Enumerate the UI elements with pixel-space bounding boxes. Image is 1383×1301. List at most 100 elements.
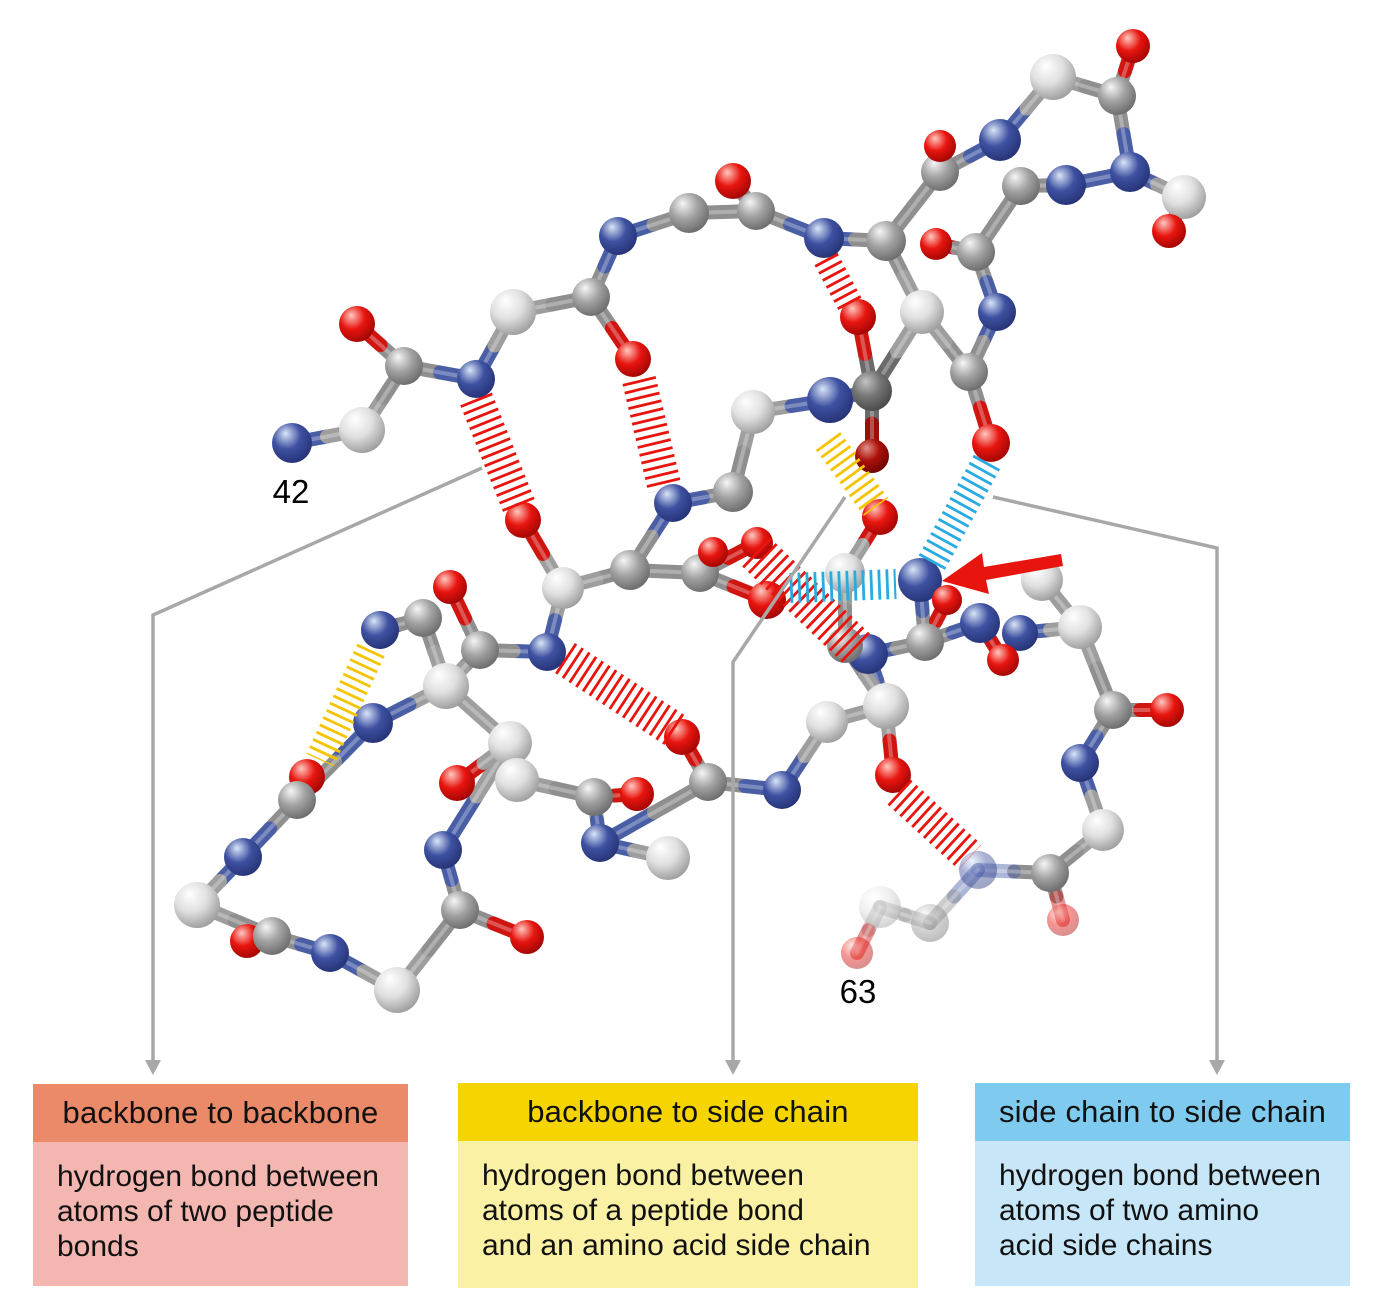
atom-N <box>960 603 1000 643</box>
atom-C <box>957 233 995 271</box>
legend-backbone-to-side-chain: backbone to side chain hydrogen bond bet… <box>458 1083 918 1288</box>
atom-C <box>404 599 442 637</box>
atom-O <box>510 920 544 954</box>
atom-C <box>1002 167 1040 205</box>
atom-O <box>1116 29 1150 63</box>
hbond-backbone-backbone <box>622 376 682 493</box>
atom-O <box>698 537 728 567</box>
atom-O <box>433 570 467 604</box>
legend-title-backbone-to-backbone: backbone to backbone <box>33 1084 408 1142</box>
atom-C <box>575 778 613 816</box>
atom-N <box>224 838 262 876</box>
atom-C <box>866 221 906 261</box>
residue-number-label: 63 <box>840 973 877 1010</box>
hbond-backbone-backbone <box>887 779 982 870</box>
atom-C <box>610 550 650 590</box>
atom-faded-N <box>959 851 997 889</box>
atom-faded-O <box>841 937 873 969</box>
atom-W <box>174 882 220 928</box>
atom-C <box>461 631 499 669</box>
atom-O <box>615 341 651 377</box>
atom-O <box>715 163 751 199</box>
atom-O <box>439 765 475 801</box>
hbond-sidechain-sidechain <box>789 569 897 603</box>
atom-W <box>646 836 690 880</box>
atom-W <box>863 683 909 729</box>
atom-N <box>1046 165 1086 205</box>
connector-line <box>151 466 483 1060</box>
atom-N <box>763 771 801 809</box>
legend-line: hydrogen bond between <box>482 1159 804 1192</box>
legend-line: and an amino acid side chain <box>482 1229 871 1262</box>
atom-O <box>972 424 1010 462</box>
legend-connector-lines <box>145 466 1225 1075</box>
legend-description: hydrogen bond between atoms of two pepti… <box>33 1142 408 1286</box>
atom-C <box>1098 77 1136 115</box>
atom-W <box>731 390 775 434</box>
hbond-sidechain-sidechain <box>916 454 1001 574</box>
atom-C <box>737 192 775 230</box>
atom-N <box>804 218 844 258</box>
atom-O <box>987 644 1019 676</box>
hydrogen-bonds <box>306 252 1001 870</box>
atom-N <box>1061 744 1099 782</box>
atom-O <box>920 228 952 260</box>
atom-W <box>423 663 469 709</box>
atom-O <box>339 306 375 342</box>
atom-faded-O <box>1047 904 1079 936</box>
atom-O <box>875 757 911 793</box>
atom-O <box>620 777 654 811</box>
atom-N <box>424 831 462 869</box>
atom-W <box>488 721 532 765</box>
atom-W <box>806 701 848 743</box>
legend-line: atoms of a peptide bond <box>482 1194 804 1227</box>
atom-N <box>1002 615 1038 651</box>
legend-line: acid side chains <box>999 1229 1213 1262</box>
atom-C <box>572 278 610 316</box>
legend-line: atoms of two peptide <box>57 1195 334 1228</box>
legend-side-chain-to-side-chain: side chain to side chain hydrogen bond b… <box>975 1083 1350 1286</box>
hbond-backbone-backbone <box>555 642 686 747</box>
atom-N <box>898 558 942 602</box>
hbond-backbone-backbone <box>460 392 535 513</box>
atom-N <box>528 633 566 671</box>
bond-highlight <box>598 780 710 845</box>
legend-description: hydrogen bond between atoms of two amino… <box>975 1141 1350 1286</box>
atom-N <box>978 293 1016 331</box>
atoms <box>174 29 1206 1013</box>
hbond-backbone-backbone <box>814 252 863 313</box>
atom-faded-W <box>859 886 901 928</box>
atom-N <box>311 934 349 972</box>
atom-N <box>353 703 393 743</box>
atom-C <box>1094 691 1132 729</box>
atom-N <box>807 377 853 423</box>
atom-C <box>921 153 959 191</box>
connector-arrowhead-icon <box>1209 1060 1225 1075</box>
atom-W <box>1082 809 1124 851</box>
atom-C <box>441 891 479 929</box>
atom-O <box>1152 214 1186 248</box>
atom-W <box>339 407 385 453</box>
atom-O <box>932 585 962 615</box>
legend-title-side-chain-to-side-chain: side chain to side chain <box>975 1083 1350 1141</box>
connector-arrowhead-icon <box>145 1060 161 1075</box>
atom-C <box>385 347 423 385</box>
atom-C <box>906 623 944 661</box>
atom-W <box>900 290 944 334</box>
legend-line: hydrogen bond between <box>999 1159 1321 1192</box>
residue-number-label: 42 <box>273 473 310 510</box>
atom-C <box>689 763 727 801</box>
atom-faded-C <box>911 904 949 942</box>
connector-line <box>992 495 1219 1060</box>
atom-O <box>741 527 773 559</box>
atom-N <box>272 423 312 463</box>
atom-O <box>862 499 898 535</box>
connector-line <box>731 496 847 1060</box>
atom-N <box>654 484 692 522</box>
atom-N <box>361 611 399 649</box>
atom-C <box>1031 854 1069 892</box>
atom-W <box>495 758 539 802</box>
